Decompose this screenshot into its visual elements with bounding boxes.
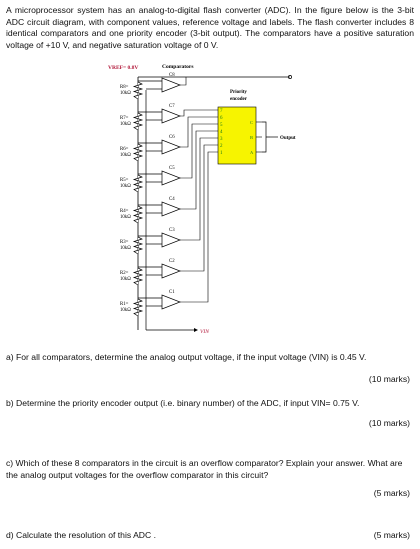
question-b: b) Determine the priority encoder output…	[6, 398, 360, 408]
resistor-value: 10kΩ	[120, 91, 131, 96]
resistor-value: 10kΩ	[120, 122, 131, 127]
resistor-name: R2=	[120, 271, 129, 276]
comparator-triangle	[161, 139, 181, 155]
resistor-zigzag	[132, 174, 144, 193]
question-d-marks: (5 marks)	[373, 530, 410, 540]
question-a-marks: (10 marks)	[368, 374, 410, 384]
priority-encoder-block	[217, 106, 257, 165]
vref-label: VREF= 0.8V	[108, 65, 138, 71]
comparator-label: C3	[169, 228, 175, 233]
resistor-zigzag	[132, 267, 144, 286]
comparator-label: C1	[169, 290, 175, 295]
resistor-name: R4=	[120, 209, 129, 214]
comparator-triangle	[161, 201, 181, 217]
comparator-triangle	[161, 232, 181, 248]
resistor-name: R1=	[120, 302, 129, 307]
encoder-output-pin: B	[250, 135, 253, 140]
comparator-label: C8	[169, 73, 175, 78]
encoder-input-pin: 4	[220, 130, 223, 135]
output-label: Output	[280, 136, 296, 141]
question-c: c) Which of these 8 comparators in the c…	[6, 458, 403, 480]
resistor-value: 10kΩ	[120, 215, 131, 220]
resistor-value: 10kΩ	[120, 153, 131, 158]
encoder-output-pin: C	[250, 120, 253, 125]
encoder-label-encoder: encoder	[230, 97, 248, 102]
resistor-value: 10kΩ	[120, 246, 131, 251]
encoder-input-pin: 6	[220, 116, 223, 121]
resistor-name: R6=	[120, 147, 129, 152]
question-b-marks: (10 marks)	[368, 418, 410, 428]
comparator-label: C2	[169, 259, 175, 264]
problem-intro: A microprocessor system has an analog-to…	[6, 5, 414, 50]
resistor-name: R3=	[120, 240, 129, 245]
resistor-name: R8=	[120, 85, 129, 90]
comparator-triangle	[161, 263, 181, 279]
comparator-label: C4	[169, 197, 175, 202]
question-c-marks: (5 marks)	[373, 488, 410, 498]
resistor-zigzag	[132, 236, 144, 255]
question-a: a) For all comparators, determine the an…	[6, 352, 367, 362]
question-d: d) Calculate the resolution of this ADC …	[6, 530, 156, 540]
resistor-value: 10kΩ	[120, 277, 131, 282]
resistor-zigzag	[132, 205, 144, 224]
vin-label: VIN	[200, 329, 209, 335]
resistor-zigzag	[132, 143, 144, 162]
resistor-zigzag	[132, 81, 144, 100]
encoder-input-pin: 2	[220, 144, 223, 149]
encoder-input-pin: 7	[220, 109, 223, 114]
resistor-zigzag	[132, 298, 144, 317]
comparator-label: C7	[169, 104, 175, 109]
resistor-zigzag	[132, 112, 144, 131]
resistor-value: 10kΩ	[120, 308, 131, 313]
encoder-output-pin: A	[250, 150, 254, 155]
comparator-triangle	[161, 77, 181, 93]
encoder-input-pin: 1	[220, 151, 223, 156]
encoder-label-priority: Priority	[230, 90, 247, 95]
resistor-name: R5=	[120, 178, 129, 183]
comparator-label: C6	[169, 135, 175, 140]
comparator-triangle	[161, 170, 181, 186]
encoder-input-pin: 3	[220, 137, 223, 142]
comparator-triangle	[161, 294, 181, 310]
resistor-value: 10kΩ	[120, 184, 131, 189]
encoder-input-pin: 5	[220, 123, 223, 128]
comparator-label: C5	[169, 166, 175, 171]
resistor-name: R7=	[120, 116, 129, 121]
comparators-label: Comparators	[162, 64, 193, 70]
adc-circuit-diagram: VREF= 0.8V Comparators R8=10kΩR7=10kΩR6=…	[108, 64, 296, 335]
comparator-triangle	[161, 108, 181, 124]
